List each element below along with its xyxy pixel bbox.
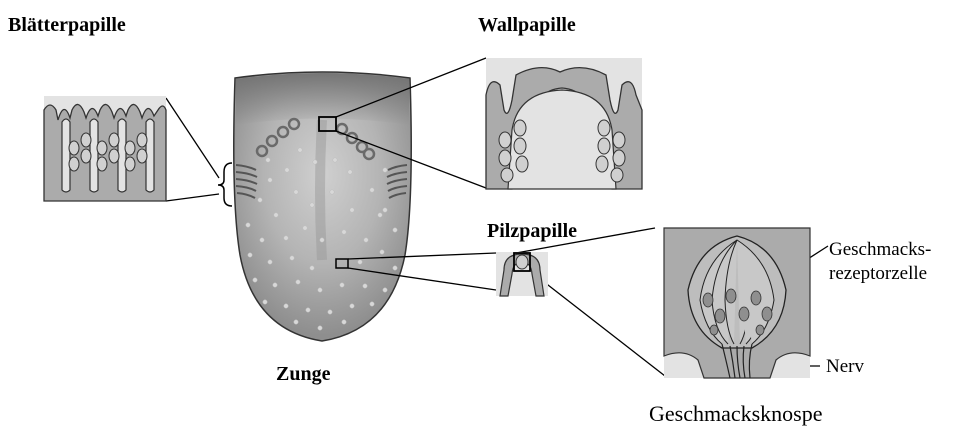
fungiform-bud bbox=[516, 255, 528, 269]
label-circumvallate-papilla: Wallpapille bbox=[478, 14, 576, 37]
label-nerve: Nerv bbox=[826, 355, 864, 378]
label-taste-bud: Geschmacksknospe bbox=[649, 401, 823, 427]
label-fungiform-papilla: Pilzpapille bbox=[487, 220, 577, 243]
label-foliate-papilla: Blätterpapille bbox=[8, 14, 126, 37]
foliate-inset bbox=[44, 96, 166, 201]
taste-bud-inset bbox=[664, 228, 810, 378]
fungiform-inset bbox=[496, 252, 548, 296]
label-receptor-cell-line1: Geschmacks- bbox=[829, 238, 931, 261]
circumvallate-inset bbox=[486, 58, 642, 189]
foliate-bracket bbox=[218, 163, 232, 206]
label-tongue: Zunge bbox=[276, 363, 330, 386]
label-receptor-cell-line2: rezeptorzelle bbox=[829, 262, 927, 285]
tongue bbox=[234, 72, 411, 341]
